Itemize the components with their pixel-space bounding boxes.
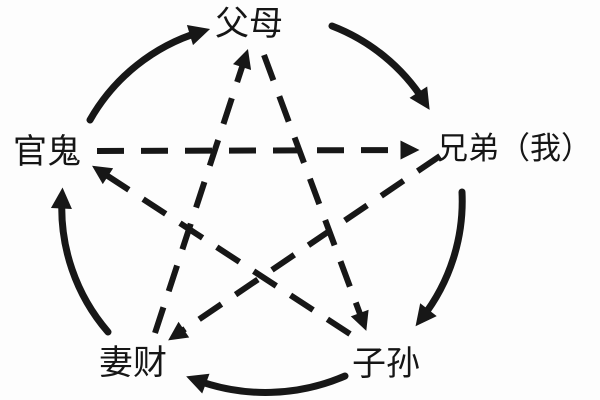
node-label-xiongdi-me: 兄弟（我） [437, 131, 592, 167]
solid-arrow-guangui-to-fumu [86, 25, 211, 124]
dashed-arrow-fumu-to-zisun [261, 53, 369, 331]
solid-arrow-xiongdi-to-zisun [415, 188, 466, 327]
node-label-fumu: 父母 [215, 4, 283, 44]
dashed-arrow-guangui-to-xiongdi [96, 140, 420, 160]
dashed-arrow-qicai-to-fumu [152, 48, 252, 334]
solid-arrow-fumu-to-xiongdi [328, 22, 430, 110]
solid-arrow-qicai-to-guangui [50, 187, 112, 336]
solid-arrow-zisun-to-qicai [186, 372, 349, 396]
node-label-zisun: 子孙 [352, 344, 420, 384]
dashed-arrow-zisun-to-guangui [92, 165, 352, 337]
node-label-guangui: 官鬼 [13, 132, 81, 172]
node-label-qicai: 妻财 [99, 343, 167, 383]
dashed-arrow-xiongdi-to-qicai [168, 153, 442, 341]
